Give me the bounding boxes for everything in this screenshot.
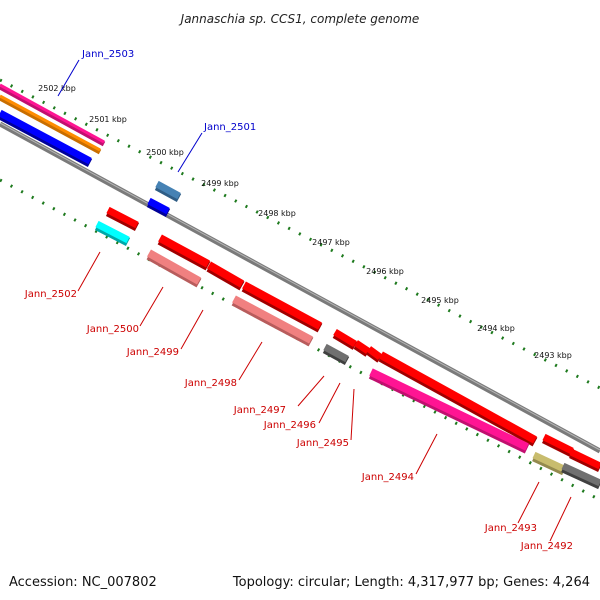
gene-feature-jann-2502 (94, 220, 131, 246)
gene-feature-blue-track (0, 109, 93, 167)
gene-feature-jann-2492 (561, 462, 600, 490)
gene-feature-jann-2493-red (541, 433, 575, 458)
ruler-tick-label: 2501 kbp (89, 115, 127, 124)
gene-label: Jann_2495 (296, 438, 349, 449)
ruler-tick-label: 2500 kbp (146, 148, 184, 157)
ruler-tick-label: 2495 kbp (421, 296, 459, 305)
gene-feature-jann-2498-red (241, 281, 323, 333)
ruler-tick-label: 2498 kbp (258, 209, 296, 218)
label-leader-line (139, 286, 164, 327)
accession-text: Accession: NC_007802 (9, 575, 157, 590)
label-leader-line (180, 309, 204, 350)
gene-label: Jann_2503 (81, 49, 134, 60)
gene-feature-blue-small (146, 197, 171, 217)
label-leader-line (77, 251, 101, 292)
gene-feature-jann-2496 (353, 340, 371, 357)
label-leader-line (415, 433, 438, 475)
gene-features (0, 83, 600, 490)
label-leader-line (177, 132, 203, 173)
ruler-tick-label: 2496 kbp (366, 267, 404, 276)
ruler-tick-label: 2493 kbp (534, 351, 572, 360)
gene-label: Jann_2496 (263, 420, 316, 431)
gene-feature-jann-2494-red (378, 351, 538, 447)
gene-label: Jann_2501 (203, 122, 256, 133)
map-title: Jannaschia sp. CCS1, complete genome (179, 12, 420, 26)
gene-feature-jann-2501 (154, 180, 182, 202)
label-leader-line (318, 382, 341, 424)
label-leader-line (517, 481, 540, 524)
gene-label: Jann_2492 (520, 541, 573, 552)
gene-feature-jann-2497-gray (322, 343, 350, 365)
ruler-tick-label: 2502 kbp (38, 84, 76, 93)
genome-backbone (0, 121, 600, 454)
ruler-upper-dotted (0, 78, 600, 390)
label-leader-lines (57, 59, 572, 542)
gene-feature-jann-2492-red (569, 448, 600, 473)
genome-summary-text: Topology: circular; Length: 4,317,977 bp… (232, 575, 590, 590)
ruler-tick-label: 2497 kbp (312, 238, 350, 247)
gene-feature-jann-2495 (366, 346, 383, 363)
gene-feature-jann-2494 (368, 368, 530, 454)
gene-feature-orange-track (0, 94, 102, 155)
label-leader-line (297, 375, 325, 407)
label-leader-line (57, 59, 80, 97)
gene-label: Jann_2497 (233, 405, 286, 416)
gene-label: Jann_2498 (184, 378, 237, 389)
gene-label: Jann_2493 (484, 523, 537, 534)
label-leader-line (238, 341, 263, 381)
gene-label: Jann_2499 (126, 347, 179, 358)
gene-label: Jann_2502 (24, 289, 77, 300)
gene-feature-jann-2497 (332, 328, 358, 350)
genome-backbone-highlight (0, 122, 600, 451)
gene-feature-jann-2498 (231, 295, 314, 347)
ruler-tick-label: 2494 kbp (477, 324, 515, 333)
gene-feature-jann-2500 (146, 249, 202, 288)
gene-label: Jann_2500 (86, 324, 139, 335)
label-leader-line (549, 496, 572, 542)
gene-label: Jann_2494 (361, 472, 414, 483)
gene-feature-jann-2500-red (157, 234, 211, 271)
gene-feature-pink-track (0, 83, 106, 147)
gene-labels: Jann_2503Jann_2501Jann_2502Jann_2500Jann… (24, 49, 573, 552)
gene-feature-red-2502a (105, 206, 140, 231)
ruler-ticks: 2502 kbp 2501 kbp 2500 kbp 2499 kbp 2498 kbp… (38, 84, 572, 360)
label-leader-line (350, 388, 355, 441)
gene-feature-jann-2499 (206, 261, 245, 291)
ruler-tick-label: 2499 kbp (201, 179, 239, 188)
gene-feature-jann-2493 (532, 451, 566, 476)
